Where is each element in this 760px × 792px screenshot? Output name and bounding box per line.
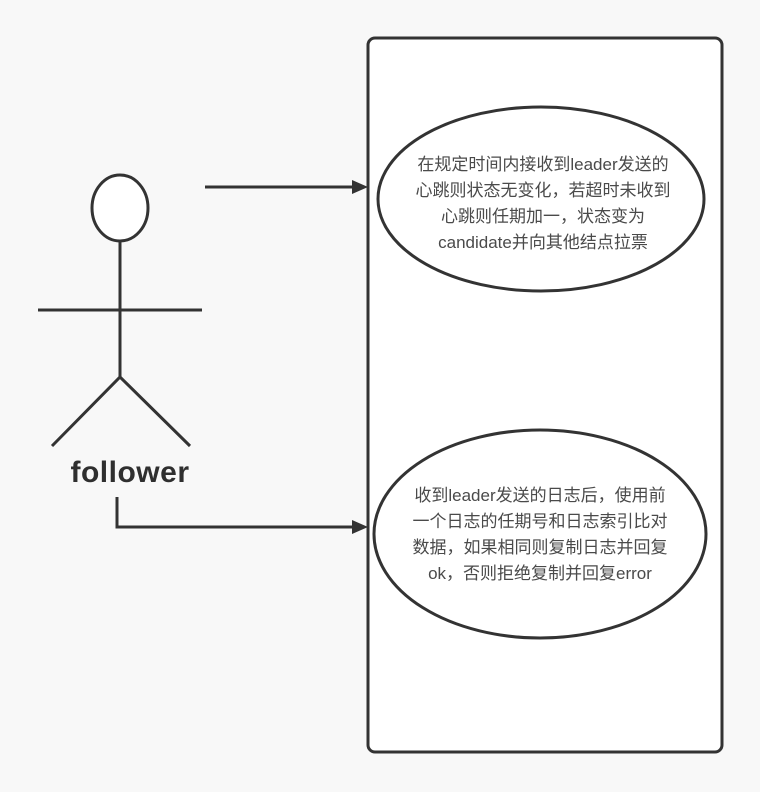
use-case-ellipse-heartbeat [376, 105, 706, 293]
arrow-to-log-usecase [115, 497, 368, 534]
use-case-text-log: 收到leader发送的日志后，使用前 一个日志的任期号和日志索引比对 数据，如果… [412, 486, 668, 583]
arrow-shaft [115, 497, 353, 529]
use-case-ellipse-log [372, 428, 708, 640]
use-case-text-heartbeat: 在规定时间内接收到leader发送的 心跳则状态无变化，若超时未收到 心跳则任期… [415, 155, 671, 252]
arrow-to-heartbeat-usecase [205, 180, 368, 194]
actor-label: follower [70, 456, 190, 489]
actor-head [90, 173, 150, 243]
arrowhead-icon [352, 180, 368, 194]
arrowhead-icon [352, 520, 368, 534]
actor-figure [38, 173, 202, 448]
actor-legs [50, 374, 192, 448]
